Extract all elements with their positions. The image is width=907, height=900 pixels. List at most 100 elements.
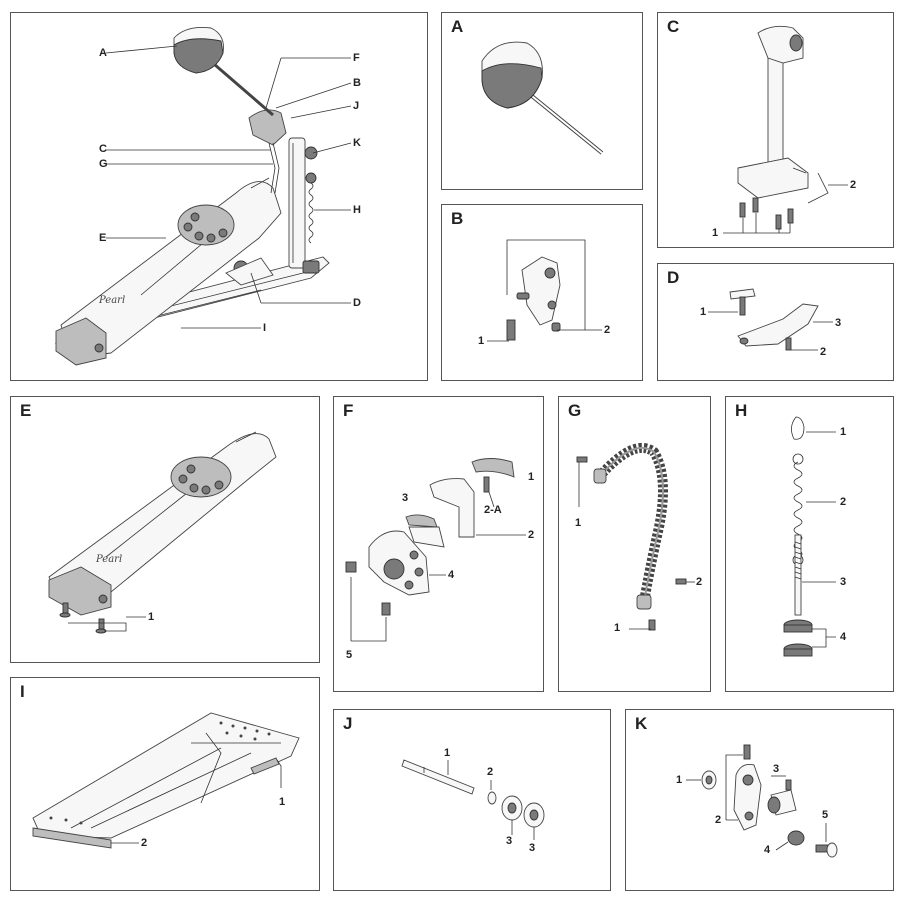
part-label: 1 [279, 796, 286, 808]
panel-j: J 1 2 3 3 [333, 709, 611, 891]
part-label: 1 [575, 517, 582, 529]
part-label: 3 [506, 835, 513, 847]
panel-title: K [635, 714, 648, 733]
heel-block [55, 317, 107, 366]
clamp-bar [767, 47, 784, 169]
part-label: 1 [700, 306, 707, 318]
heel-screws [59, 602, 107, 634]
part-label: 3 [529, 842, 536, 854]
spring-rod [794, 534, 802, 616]
label-H: H [353, 204, 361, 216]
part-label: 1 [528, 471, 535, 483]
clamp-spring-clip [807, 172, 829, 204]
panel-title: F [343, 401, 354, 420]
panel-g: G 1 2 1 [558, 396, 711, 692]
base-plate-drawing [32, 712, 300, 849]
label-J: J [353, 100, 360, 112]
part-label: 2 [487, 766, 494, 778]
part-label: 3 [840, 576, 847, 588]
part-label: 5 [822, 809, 829, 821]
beater-shaft [206, 56, 274, 117]
part-label: 1 [444, 747, 451, 759]
overview-drawing: Pearl [54, 27, 352, 366]
part-label: 3 [835, 317, 842, 329]
part-label: 2 [820, 346, 827, 358]
spur-drawing [708, 288, 833, 351]
cam-drawing [487, 239, 602, 342]
panel-b: B 1 2 [441, 204, 643, 381]
part-label: 3 [402, 492, 409, 504]
part-label: 1 [676, 774, 683, 786]
footboard-drawing: Pearl [48, 431, 277, 634]
label-K: K [353, 137, 361, 149]
panel-k: K 3 1 2 5 4 [625, 709, 894, 891]
panel-f: F 1 3 2-A 2 4 5 [333, 396, 544, 692]
set-screws [345, 561, 391, 616]
chain [595, 443, 668, 603]
spring-assembly-drawing [783, 416, 836, 657]
part-label: 2 [604, 324, 611, 336]
washer [487, 791, 497, 805]
mounting-holes [49, 721, 271, 825]
part-label: 2-A [484, 504, 502, 516]
part-label: 4 [840, 631, 847, 643]
spur-bracket [737, 303, 819, 347]
footboard-logo: Pearl [98, 295, 125, 306]
panel-c: C 2 1 [657, 12, 894, 248]
part-label: 1 [712, 227, 719, 239]
chain [268, 142, 280, 194]
spacer [405, 514, 438, 528]
axle-shaft [401, 759, 475, 795]
cam-weight-drawing [345, 458, 526, 642]
spring [308, 182, 314, 244]
screws [739, 197, 794, 230]
part-label: 5 [346, 649, 353, 661]
bearings [501, 795, 545, 828]
label-G: G [99, 158, 108, 170]
chain-drawing [576, 443, 695, 631]
adjust-knob [787, 830, 838, 858]
cam [248, 109, 287, 146]
panel-title: E [20, 401, 32, 420]
wing-screw [729, 288, 756, 300]
overview-panel: Pearl A F B J [10, 12, 428, 381]
clamp-foot [737, 157, 809, 199]
part-label: 2 [715, 814, 722, 826]
axle-drawing [401, 759, 545, 840]
panel-d: D 1 3 2 [657, 263, 894, 381]
part-label: 1 [478, 335, 485, 347]
panel-i: I 1 2 [10, 677, 320, 891]
base-plate [32, 712, 300, 839]
panel-title: B [451, 209, 464, 228]
panel-title: J [343, 714, 353, 733]
label-C: C [99, 143, 107, 155]
part-label: 2 [840, 496, 847, 508]
part-label: 1 [840, 426, 847, 438]
part-label: 3 [773, 763, 780, 775]
cam-body [521, 256, 561, 326]
panel-h: H 1 2 3 4 [725, 396, 894, 692]
label-I: I [263, 322, 267, 334]
panel-e: Pearl E 1 [10, 396, 320, 663]
part-label: 4 [764, 844, 771, 856]
panel-title: I [20, 682, 25, 701]
part-label: 2 [850, 179, 857, 191]
label-D: D [353, 297, 361, 309]
spring-hook [791, 416, 805, 440]
set-screws [506, 292, 561, 341]
part-label: 2 [141, 837, 148, 849]
part-label: 2 [528, 529, 535, 541]
part-label: 1 [148, 611, 155, 623]
label-B: B [353, 77, 361, 89]
part-label: 1 [614, 622, 621, 634]
panel-title: A [451, 17, 464, 36]
spring-nuts [302, 260, 320, 274]
hinge-block-drawing [686, 744, 838, 858]
part-label: 4 [448, 569, 455, 581]
label-A: A [99, 47, 107, 59]
spring-nuts [783, 619, 813, 657]
panel-title: D [667, 268, 680, 287]
label-F: F [353, 52, 360, 64]
panel-title: C [667, 17, 680, 36]
beater-drawing [481, 41, 604, 155]
